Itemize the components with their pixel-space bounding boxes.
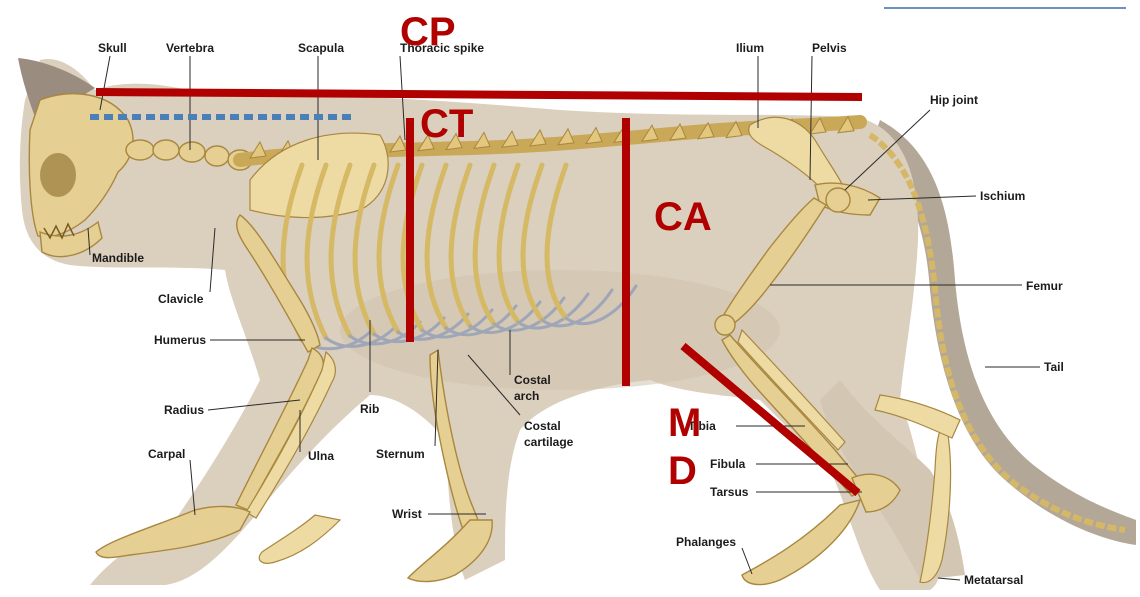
- marker-ct: CT: [420, 102, 473, 146]
- label-vertebra: Vertebra: [166, 41, 214, 55]
- label-tail: Tail: [1044, 360, 1064, 374]
- label-tarsus: Tarsus: [710, 485, 749, 499]
- label-costal-cartilage-1: Costal: [524, 419, 561, 433]
- label-sternum: Sternum: [376, 447, 425, 461]
- label-fibula: Fibula: [710, 457, 746, 471]
- label-costal-arch-2: arch: [514, 389, 539, 403]
- label-ischium: Ischium: [980, 189, 1025, 203]
- marker-m: M: [668, 401, 701, 445]
- label-costal-cartilage-2: cartilage: [524, 435, 574, 449]
- label-ulna: Ulna: [308, 449, 334, 463]
- label-phalanges: Phalanges: [676, 535, 736, 549]
- label-ilium: Ilium: [736, 41, 764, 55]
- label-wrist: Wrist: [392, 507, 422, 521]
- label-scapula: Scapula: [298, 41, 344, 55]
- label-femur: Femur: [1026, 279, 1063, 293]
- label-metatarsal: Metatarsal: [964, 573, 1023, 587]
- marker-ca: CA: [654, 195, 712, 239]
- marker-d: D: [668, 449, 697, 493]
- label-costal-arch-1: Costal: [514, 373, 551, 387]
- cp-line: [96, 92, 862, 97]
- label-humerus: Humerus: [154, 333, 206, 347]
- label-clavicle: Clavicle: [158, 292, 204, 306]
- label-carpal: Carpal: [148, 447, 185, 461]
- skull-orbit: [40, 153, 76, 197]
- label-radius: Radius: [164, 403, 204, 417]
- label-skull: Skull: [98, 41, 127, 55]
- knee-bone: [715, 315, 735, 335]
- label-rib: Rib: [360, 402, 379, 416]
- label-pelvis: Pelvis: [812, 41, 847, 55]
- hip-joint-bone: [826, 188, 850, 212]
- marker-cp: CP: [400, 10, 456, 54]
- front-paw2-bones: [259, 515, 340, 563]
- hind-paw-bones: [742, 500, 860, 585]
- label-mandible: Mandible: [92, 251, 144, 265]
- label-hip-joint: Hip joint: [930, 93, 978, 107]
